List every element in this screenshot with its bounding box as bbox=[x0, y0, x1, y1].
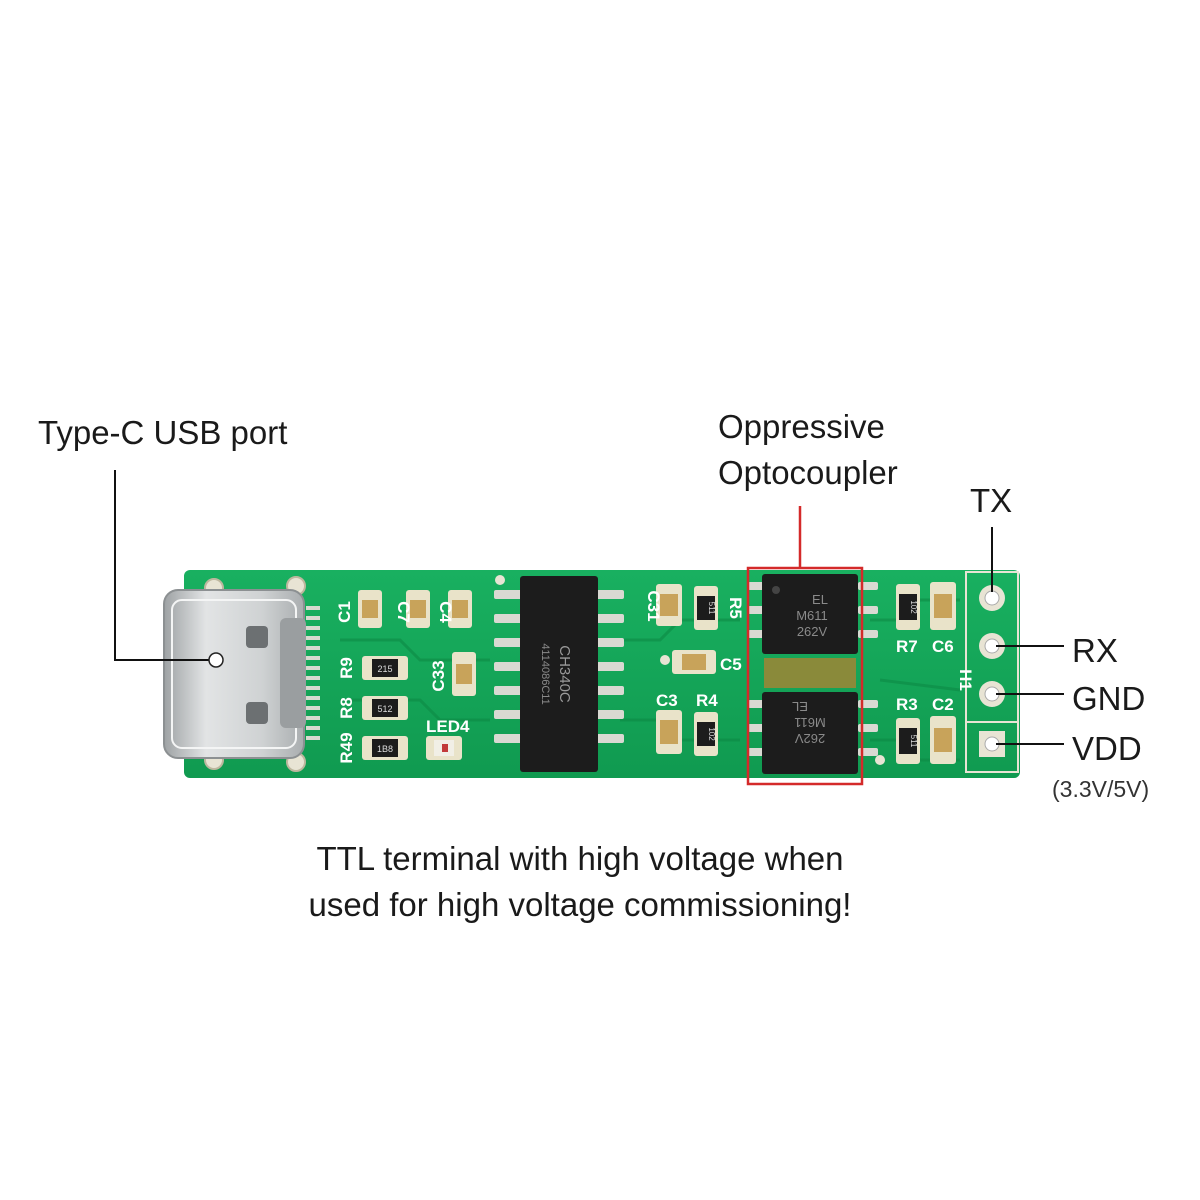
resistor-code: 102 bbox=[707, 727, 716, 741]
silk-r49: R49 bbox=[337, 732, 356, 763]
caption-line-2: used for high voltage commissioning! bbox=[308, 886, 852, 923]
opto-marking: M611 bbox=[796, 608, 828, 623]
opto-marking: 262V bbox=[794, 731, 825, 746]
pcb-board bbox=[184, 570, 1020, 778]
capacitor-c6 bbox=[930, 582, 956, 630]
capacitor-c4 bbox=[448, 590, 472, 628]
usb-port-pointer-dot bbox=[208, 652, 224, 668]
resistor-r5: 511 bbox=[694, 586, 718, 630]
silk-r5: R5 bbox=[726, 597, 745, 619]
capacitor-c1 bbox=[358, 590, 382, 628]
resistor-r49: 1B8 bbox=[362, 736, 408, 760]
resistor-code: 102 bbox=[909, 600, 918, 614]
silk-c1: C1 bbox=[335, 601, 354, 623]
via bbox=[495, 575, 505, 585]
isolation-gap bbox=[764, 658, 856, 688]
resistor-r4: 102 bbox=[694, 712, 718, 756]
silk-c5: C5 bbox=[720, 655, 742, 674]
header-pin-gnd bbox=[979, 681, 1005, 707]
silk-r3: R3 bbox=[896, 695, 918, 714]
silk-c31: C31 bbox=[644, 590, 663, 621]
silk-h1: H1 bbox=[956, 669, 975, 691]
via bbox=[660, 655, 670, 665]
silk-r7: R7 bbox=[896, 637, 918, 656]
resistor-code: 1B8 bbox=[377, 744, 393, 754]
usb-leader-line bbox=[114, 470, 216, 661]
optocoupler-highlight-box bbox=[746, 566, 864, 786]
resistor-r7: 102 bbox=[896, 584, 920, 630]
silk-c33: C33 bbox=[429, 660, 448, 691]
resistor-code: 512 bbox=[377, 704, 392, 714]
chip-marking-line1: CH340C bbox=[556, 645, 573, 703]
opto-marking: 262V bbox=[797, 624, 828, 639]
silk-c3: C3 bbox=[656, 691, 678, 710]
header-pin-tx bbox=[979, 585, 1005, 611]
chip-marking-line2: 4114086C11 bbox=[539, 643, 551, 704]
resistor-r3: 511 bbox=[896, 718, 920, 764]
resistor-r8: 512 bbox=[362, 696, 408, 720]
gnd-label: GND bbox=[1072, 680, 1146, 717]
led4 bbox=[426, 736, 462, 760]
silk-r9: R9 bbox=[337, 657, 356, 679]
silk-c6: C6 bbox=[932, 637, 954, 656]
capacitor-c2 bbox=[930, 716, 956, 764]
optocoupler-label-line2: Optocoupler bbox=[718, 454, 898, 491]
capacitor-c5 bbox=[672, 650, 716, 674]
capacitor-c3 bbox=[656, 710, 682, 754]
rx-label: RX bbox=[1072, 632, 1118, 669]
opto-marking: EL bbox=[792, 699, 808, 714]
capacitor-c33 bbox=[452, 652, 476, 696]
silk-r8: R8 bbox=[337, 697, 356, 719]
silk-led4: LED4 bbox=[426, 717, 470, 736]
resistor-code: 511 bbox=[707, 602, 716, 615]
silk-c7: C7 bbox=[394, 601, 413, 623]
vdd-label: VDD bbox=[1072, 730, 1142, 767]
usb-type-c-connector bbox=[163, 589, 306, 759]
silk-r4: R4 bbox=[696, 691, 718, 710]
via bbox=[875, 755, 885, 765]
caption-line-1: TTL terminal with high voltage when bbox=[316, 840, 844, 877]
usb-pin-row bbox=[306, 606, 320, 740]
capacitor-c31 bbox=[656, 584, 682, 626]
ch340c-chip: CH340C 4114086C11 bbox=[494, 576, 624, 772]
tx-label: TX bbox=[970, 482, 1013, 519]
opto-marking: EL bbox=[812, 592, 828, 607]
usb-port-label: Type-C USB port bbox=[38, 414, 288, 451]
resistor-code: 511 bbox=[909, 735, 918, 748]
optocoupler-label-line1: Oppressive bbox=[718, 408, 885, 445]
warning-caption: TTL terminal with high voltage when used… bbox=[230, 836, 930, 928]
vdd-voltage-note: (3.3V/5V) bbox=[1052, 776, 1150, 802]
silk-c2: C2 bbox=[932, 695, 954, 714]
opto-marking: M611 bbox=[794, 715, 826, 730]
leader-lines bbox=[114, 470, 1064, 745]
capacitor-c7 bbox=[406, 590, 430, 628]
resistor-code: 215 bbox=[377, 664, 392, 674]
silk-c4: C4 bbox=[436, 601, 455, 623]
resistor-r9: 215 bbox=[362, 656, 408, 680]
